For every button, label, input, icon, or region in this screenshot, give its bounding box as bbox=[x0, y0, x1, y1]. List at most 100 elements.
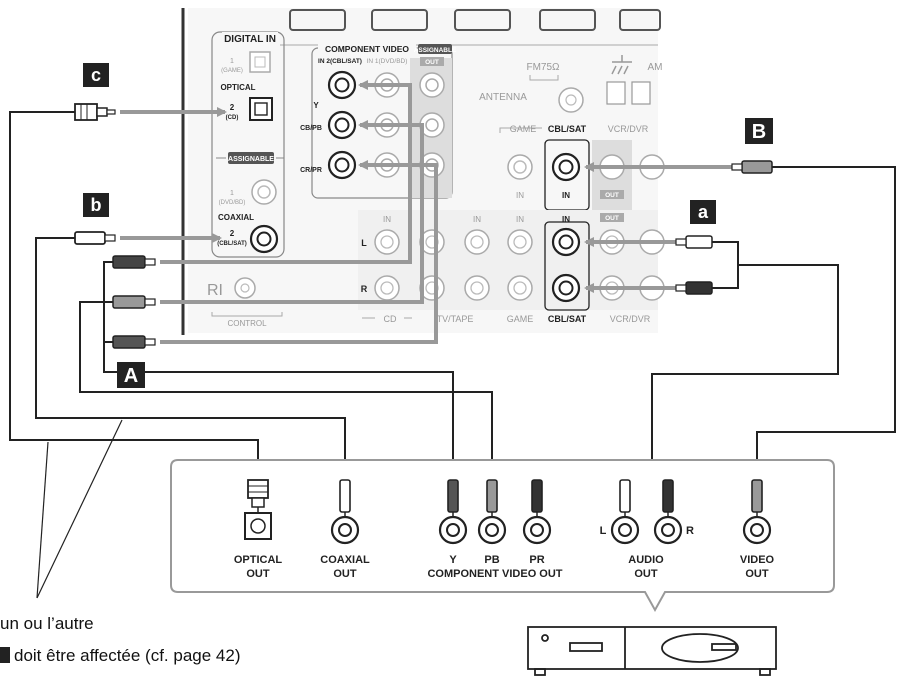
optical-out-jack[interactable] bbox=[244, 512, 272, 540]
component-y-out-label: Y bbox=[449, 554, 457, 566]
note-square-icon bbox=[0, 647, 10, 663]
am-label: AM bbox=[648, 62, 663, 73]
coaxial-1-jack[interactable] bbox=[251, 179, 277, 205]
am-terminal-1[interactable] bbox=[606, 81, 626, 105]
svg-text:IN: IN bbox=[516, 215, 524, 224]
arrow-component-pb bbox=[160, 120, 424, 304]
source-device-icon bbox=[527, 626, 777, 676]
fm-label: FM75Ω bbox=[526, 62, 560, 73]
coaxial-2-number: 2 bbox=[230, 229, 235, 238]
game-top-label: GAME bbox=[510, 124, 537, 134]
optical-2-jack[interactable] bbox=[249, 97, 273, 121]
hdmi-port-row bbox=[289, 9, 661, 31]
control-label: CONTROL bbox=[227, 319, 267, 328]
ri-control-block: RI CONTROL bbox=[207, 277, 283, 328]
audio-out-l-label: L bbox=[600, 525, 607, 537]
label-A: A bbox=[124, 365, 138, 387]
audio-out-label-2: OUT bbox=[634, 568, 658, 580]
antenna-label: ANTENNA bbox=[479, 92, 527, 103]
cbl-sat-top-label: CBL/SAT bbox=[548, 124, 587, 134]
component-video-label: COMPONENT VIDEO bbox=[325, 44, 409, 54]
coaxial-1-number: 1 bbox=[230, 190, 234, 197]
audio-out-r-label: R bbox=[686, 525, 694, 537]
optical-1-number: 1 bbox=[230, 58, 234, 65]
optical-1-jack[interactable] bbox=[249, 51, 271, 73]
component-in2-jacks bbox=[327, 70, 357, 180]
coaxial-cable bbox=[35, 237, 346, 480]
cbl-sat-video-in-jack[interactable] bbox=[551, 152, 581, 182]
label-b: b bbox=[91, 195, 102, 215]
fm-antenna-jack[interactable] bbox=[558, 87, 584, 113]
svg-text:OUT: OUT bbox=[605, 192, 619, 199]
callout-labels: c b a A B bbox=[83, 63, 773, 388]
audio-cable-loop bbox=[710, 241, 739, 289]
component-in1-label: IN 1(DVD/BD) bbox=[367, 58, 408, 65]
component-y-label: Y bbox=[313, 101, 319, 110]
note-pointer-lines bbox=[36, 419, 123, 599]
optical-cable bbox=[9, 111, 259, 480]
am-terminal-2[interactable] bbox=[631, 81, 651, 105]
vcr-dvr-bottom-label: VCR/DVR bbox=[610, 314, 651, 324]
coaxial-out-label-2: OUT bbox=[333, 568, 357, 580]
ground-icon bbox=[611, 55, 632, 75]
cbl-sat-audio-l-jack[interactable] bbox=[551, 227, 581, 257]
audio-l-out-jack[interactable] bbox=[610, 515, 640, 545]
coaxial-2-jack[interactable] bbox=[249, 224, 279, 254]
optical-2-number: 2 bbox=[230, 103, 235, 112]
component-cbpb-label: CB/PB bbox=[300, 125, 322, 132]
label-B: B bbox=[752, 121, 766, 143]
game-bottom-label: GAME bbox=[507, 314, 534, 324]
component-bundle-2 bbox=[79, 301, 493, 480]
component-out-label: OUT bbox=[425, 59, 439, 66]
ri-label: RI bbox=[207, 282, 223, 299]
component-crpr-label: CR/PR bbox=[300, 167, 322, 174]
arrow-component-y bbox=[160, 80, 412, 264]
digital-in-block: DIGITAL IN 1 (GAME) OPTICAL 2 (CD) ASSIG… bbox=[211, 31, 285, 258]
optical-2-sub: (CD) bbox=[226, 115, 239, 121]
video-out-label-1: VIDEO bbox=[740, 554, 775, 566]
assignable-badge: ASSIGNABLE bbox=[228, 156, 274, 163]
component-pb-out-jack[interactable] bbox=[477, 515, 507, 545]
connection-arrows bbox=[120, 80, 732, 344]
component-y-out-jack[interactable] bbox=[438, 515, 468, 545]
cbl-sat-audio-r-jack[interactable] bbox=[551, 273, 581, 303]
cd-label: CD bbox=[384, 314, 397, 324]
audio-l-label: L bbox=[361, 238, 367, 248]
note-line-2: doit être affectée (cf. page 42) bbox=[0, 646, 241, 666]
svg-text:OUT: OUT bbox=[605, 215, 619, 222]
component-in2-label: IN 2(CBL/SAT) bbox=[318, 58, 362, 65]
ri-jack[interactable] bbox=[234, 277, 256, 299]
svg-text:IN: IN bbox=[473, 215, 481, 224]
arrow-component-pr bbox=[160, 160, 438, 344]
optical-label: OPTICAL bbox=[220, 83, 255, 92]
coaxial-label: COAXIAL bbox=[218, 213, 254, 222]
vcr-dvr-top-label: VCR/DVR bbox=[608, 124, 649, 134]
component-pb-out-label: PB bbox=[484, 554, 499, 566]
component-assignable-badge: ASSIGNABLE bbox=[414, 47, 457, 54]
svg-text:IN: IN bbox=[562, 215, 570, 224]
digital-in-label: DIGITAL IN bbox=[224, 34, 276, 45]
video-cable bbox=[756, 166, 896, 480]
video-out-jack[interactable] bbox=[742, 515, 772, 545]
cbl-sat-bottom-label: CBL/SAT bbox=[548, 314, 587, 324]
audio-out-label-1: AUDIO bbox=[628, 554, 664, 566]
audio-r-out-jack[interactable] bbox=[653, 515, 683, 545]
coaxial-out-jack[interactable] bbox=[330, 515, 360, 545]
component-pr-out-label: PR bbox=[529, 554, 544, 566]
note-line-1: un ou l’autre bbox=[0, 614, 94, 633]
video-out-label-2: OUT bbox=[745, 568, 769, 580]
coaxial-2-sub: (CBL/SAT) bbox=[217, 241, 247, 247]
optical-1-sub: (GAME) bbox=[221, 68, 243, 74]
svg-text:IN: IN bbox=[562, 191, 570, 200]
optical-out-label-1: OPTICAL bbox=[234, 554, 283, 566]
component-video-out-label: COMPONENT VIDEO OUT bbox=[427, 568, 562, 580]
coaxial-out-label-1: COAXIAL bbox=[320, 554, 370, 566]
coaxial-1-sub: (DVD/BD) bbox=[219, 200, 246, 206]
component-pr-out-jack[interactable] bbox=[522, 515, 552, 545]
receiver-side-plugs bbox=[74, 103, 773, 349]
label-a: a bbox=[698, 202, 709, 222]
svg-text:IN: IN bbox=[516, 191, 524, 200]
antenna-block: FM75Ω ANTENNA AM bbox=[479, 55, 663, 113]
optical-out-label-2: OUT bbox=[246, 568, 270, 580]
